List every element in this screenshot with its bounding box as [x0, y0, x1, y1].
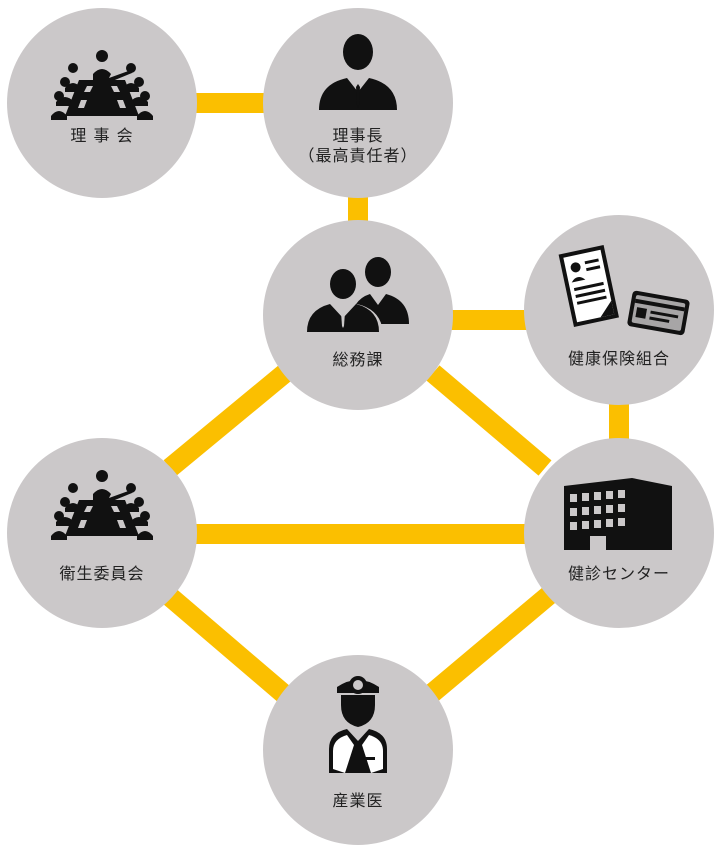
- node-label: 理事長 （最高責任者）: [263, 126, 453, 166]
- node-label: 健診センター: [567, 564, 670, 583]
- node-label: 健康保険組合: [567, 349, 670, 368]
- connector-committee-physician: [161, 587, 292, 703]
- node-health-insurance: 健康保険組合: [524, 215, 714, 405]
- doctor-icon: [329, 676, 387, 773]
- connector-checkup-physician: [423, 582, 562, 703]
- node-board: 理 事 会: [7, 8, 197, 198]
- staff-group-icon: [303, 257, 409, 336]
- connector-general-affairs-committee: [163, 365, 292, 476]
- node-general-affairs: 総務課: [263, 220, 453, 410]
- node-label-line1: 理事長: [332, 126, 384, 145]
- businessman-icon: [319, 34, 397, 110]
- node-label: 衛生委員会: [59, 564, 145, 583]
- meeting-icon: [51, 470, 153, 540]
- node-occupational-physician: 産業医: [263, 655, 453, 845]
- node-label: 総務課: [332, 350, 384, 369]
- node-label-line2: （最高責任者）: [298, 146, 418, 165]
- building-icon: [564, 478, 672, 550]
- insurance-document-icon: [558, 245, 690, 336]
- node-checkup-center: 健診センター: [524, 438, 714, 628]
- node-health-committee: 衛生委員会: [7, 438, 197, 628]
- meeting-icon: [51, 50, 153, 120]
- node-label: 産業医: [332, 791, 384, 810]
- node-label: 理 事 会: [70, 126, 134, 145]
- node-chairman: 理事長 （最高責任者）: [263, 8, 453, 198]
- connector-general-affairs-checkup: [426, 365, 552, 476]
